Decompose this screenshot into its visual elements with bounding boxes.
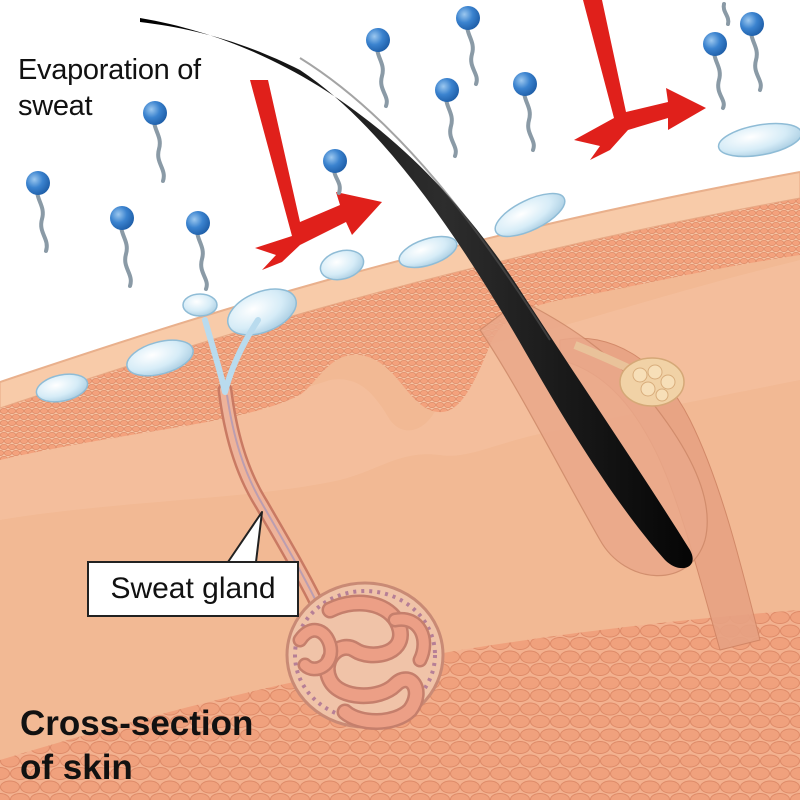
diagram-title-line1: Cross-section: [20, 704, 254, 743]
water-molecule-icon: [110, 206, 134, 288]
sweat-droplet-icon: [126, 339, 194, 377]
evaporation-label-line1: Evaporation of: [18, 54, 201, 86]
sebaceous-gland: [573, 341, 685, 407]
diagram-title-line2: of skin: [20, 748, 133, 787]
sweat-droplets: [35, 122, 800, 403]
hair-highlight: [299, 57, 551, 341]
sweat-gland-label: Sweat gland: [87, 561, 299, 617]
water-molecule-icon: [26, 171, 50, 253]
sweat-droplet-icon: [717, 122, 800, 158]
hair-shaft: [140, 18, 693, 569]
evaporation-label: Evaporation of sweat: [18, 52, 278, 124]
red-arrow-icon: [574, 0, 706, 160]
water-molecule-icon: [186, 211, 210, 291]
sweat-duct-lumen: [226, 394, 317, 602]
papillary-dermis: [0, 260, 800, 520]
water-molecule-icon: [721, 2, 731, 26]
skin-surface-line: [0, 171, 800, 383]
water-molecules: [26, 2, 764, 291]
diagram-title: Cross-section of skin: [20, 702, 350, 790]
water-molecule-icon: [323, 149, 347, 195]
evaporation-label-line2: sweat: [18, 90, 93, 122]
sweat-droplet-icon: [182, 293, 218, 317]
epidermis-cell-layer: [0, 190, 800, 460]
water-molecule-icon: [366, 28, 390, 108]
sweat-spray: [202, 317, 261, 395]
sweat-droplet-icon: [319, 249, 365, 281]
water-molecule-icon: [143, 101, 167, 183]
sweat-droplet-icon: [494, 192, 566, 238]
sweat-gland-coil: [285, 581, 445, 730]
water-molecule-icon: [435, 78, 459, 158]
sweat-droplet-icon: [35, 373, 89, 403]
water-molecule-icon: [513, 72, 537, 152]
sweat-droplet-icon: [398, 235, 458, 269]
water-molecule-icon: [456, 6, 480, 86]
water-molecule-icon: [740, 12, 764, 92]
sweat-droplet-icon: [227, 288, 297, 336]
red-arrow-icon: [250, 80, 382, 270]
water-molecule-icon: [703, 32, 727, 110]
